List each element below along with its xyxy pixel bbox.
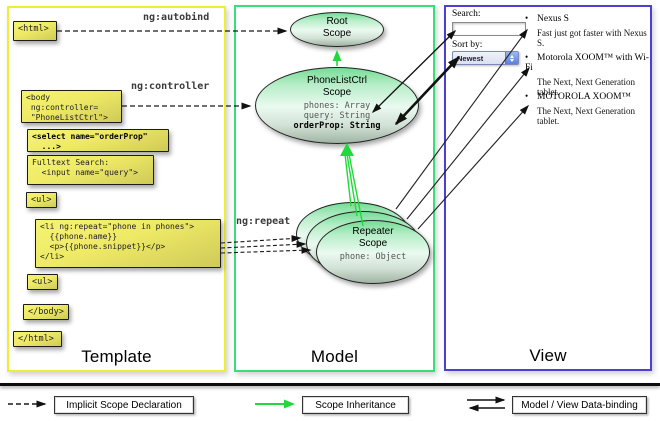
legend-implicit-scope-declaration: Implicit Scope Declaration [54, 396, 194, 414]
legend-separator-line [0, 383, 660, 386]
code-box-select: <select name="orderProp" ...> [27, 129, 169, 152]
code-box-li-repeat: <li ng:repeat="phone in phones"> {{phone… [35, 219, 221, 268]
legend-model-view-data-binding: Model / View Data-binding [512, 396, 647, 414]
code-box-body-open: <body ng:controller= "PhoneListCtrl"> [21, 90, 122, 123]
view-column-label: View [529, 346, 567, 365]
template-column-label: Template [81, 347, 152, 366]
phonelistctrl-scope-title: PhoneListCtrl Scope [306, 75, 368, 98]
code-box-body-close: </body> [23, 304, 69, 320]
model-column: Model [234, 5, 435, 372]
phone-snippet: The Next, Next Generation tablet. [537, 106, 635, 126]
prop-query: query: String [303, 110, 371, 121]
phone-title: Nexus S [537, 14, 569, 24]
phone-snippet: Fast just got faster with Nexus S. [537, 28, 647, 48]
sort-by-label: Sort by: [452, 40, 483, 50]
root-scope-ellipse: Root Scope [290, 12, 384, 47]
repeater-scope-props: phone: Object [339, 251, 407, 262]
select-stepper-icon [505, 52, 518, 64]
code-box-html-close: </html> [13, 331, 62, 347]
phone-snippet: The Next, Next Generation tablet. [537, 77, 635, 97]
search-label: Search: [452, 9, 481, 19]
sort-by-selected-value: Newest [457, 53, 484, 63]
ng-repeat-label: ng:repeat [236, 216, 291, 227]
repeater-scope-ellipse: Repeater Scope phone: Object [316, 220, 430, 284]
ng-autobind-label: ng:autobind [143, 12, 210, 23]
phonelistctrl-scope-ellipse: PhoneListCtrl Scope phones: Array query:… [255, 67, 419, 144]
root-scope-title: Root Scope [322, 16, 352, 39]
phone-title: MOTOROLA XOOM™ [537, 92, 631, 102]
phone-title: Motorola XOOM™ with Wi-Fi [525, 53, 649, 73]
prop-phones: phones: Array [303, 100, 371, 111]
prop-orderprop: orderProp: String [293, 121, 381, 132]
bullet-icon: • [525, 91, 529, 101]
phonelistctrl-scope-props: phones: Array query: String orderProp: S… [256, 101, 418, 132]
list-item: • Nexus S Fast just got faster with Nexus… [525, 13, 649, 48]
bullet-icon: • [525, 13, 529, 23]
code-box-html-open: <html> [13, 21, 57, 41]
list-item: • MOTOROLA XOOM™ The Next, Next Generatio… [525, 91, 649, 126]
code-box-fulltext-search: Fulltext Search: <input name="query"> [27, 155, 154, 185]
ng-controller-label: ng:controller [131, 81, 210, 92]
code-box-ul-close: <ul> [27, 274, 58, 290]
bullet-icon: • [525, 52, 529, 62]
sort-by-select[interactable]: Newest [452, 51, 519, 65]
model-column-label: Model [310, 347, 359, 366]
code-box-ul-open: <ul> [26, 192, 57, 208]
legend-scope-inheritance: Scope Inheritance [302, 396, 409, 414]
search-input[interactable] [452, 22, 526, 36]
repeater-scope-title: Repeater Scope [352, 226, 394, 249]
